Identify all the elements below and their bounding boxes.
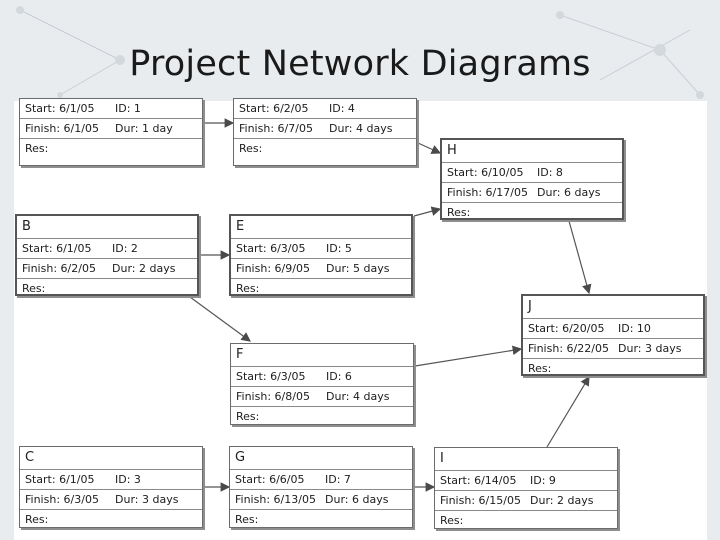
- duration-field: Dur: 3 days: [115, 493, 179, 506]
- resources-field: Res:: [25, 513, 49, 526]
- start-field: Start: 6/1/05: [25, 473, 95, 486]
- start-field: Start: 6/6/05: [235, 473, 305, 486]
- task-node-i[interactable]: I Start: 6/14/05 ID: 9 Finish: 6/15/05 Dur…: [434, 447, 618, 529]
- node-name: C: [20, 447, 202, 470]
- task-node-e[interactable]: E Start: 6/3/05 ID: 5 Finish: 6/9/05 Dur: …: [229, 214, 413, 296]
- finish-field: Finish: 6/17/05: [447, 186, 528, 199]
- id-field: ID: 6: [326, 370, 352, 383]
- id-field: ID: 1: [115, 102, 141, 115]
- resources-field: Res:: [25, 142, 49, 155]
- finish-field: Finish: 6/1/05: [25, 122, 99, 135]
- resources-field: Res:: [22, 282, 46, 295]
- start-field: Start: 6/14/05: [440, 474, 517, 487]
- finish-field: Finish: 6/22/05: [528, 342, 609, 355]
- id-field: ID: 4: [329, 102, 355, 115]
- id-field: ID: 8: [537, 166, 563, 179]
- task-node-d[interactable]: Start: 6/2/05 ID: 4 Finish: 6/7/05 Dur: 4 …: [233, 98, 417, 166]
- id-field: ID: 3: [115, 473, 141, 486]
- start-field: Start: 6/3/05: [236, 242, 306, 255]
- node-name: E: [231, 216, 411, 239]
- arrow-f-to-j: [414, 345, 523, 367]
- duration-field: Dur: 3 days: [618, 342, 682, 355]
- id-field: ID: 7: [325, 473, 351, 486]
- resources-field: Res:: [236, 410, 260, 423]
- duration-field: Dur: 5 days: [326, 262, 390, 275]
- duration-field: Dur: 2 days: [530, 494, 594, 507]
- duration-field: Dur: 1 day: [115, 122, 173, 135]
- finish-field: Finish: 6/3/05: [25, 493, 99, 506]
- start-field: Start: 6/1/05: [22, 242, 92, 255]
- finish-field: Finish: 6/8/05: [236, 390, 310, 403]
- task-node-j[interactable]: J Start: 6/20/05 ID: 10 Finish: 6/22/05 Du…: [521, 294, 705, 376]
- node-name: F: [231, 344, 413, 367]
- finish-field: Finish: 6/7/05: [239, 122, 313, 135]
- id-field: ID: 9: [530, 474, 556, 487]
- resources-field: Res:: [447, 206, 471, 219]
- duration-field: Dur: 4 days: [326, 390, 390, 403]
- arrow-h-to-j: [568, 220, 592, 295]
- task-node-b[interactable]: B Start: 6/1/05 ID: 2 Finish: 6/2/05 Dur: …: [15, 214, 199, 296]
- duration-field: Dur: 6 days: [537, 186, 601, 199]
- resources-field: Res:: [239, 142, 263, 155]
- finish-field: Finish: 6/13/05: [235, 493, 316, 506]
- arrow-i-to-j: [546, 375, 590, 448]
- duration-field: Dur: 6 days: [325, 493, 389, 506]
- node-name: G: [230, 447, 412, 470]
- background-network-pattern: [16, 6, 704, 99]
- finish-field: Finish: 6/9/05: [236, 262, 310, 275]
- start-field: Start: 6/10/05: [447, 166, 524, 179]
- node-name: I: [435, 448, 617, 471]
- duration-field: Dur: 2 days: [112, 262, 176, 275]
- task-node-g[interactable]: G Start: 6/6/05 ID: 7 Finish: 6/13/05 Dur:…: [229, 446, 413, 528]
- slide-title: Project Network Diagrams: [129, 44, 591, 84]
- start-field: Start: 6/2/05: [239, 102, 309, 115]
- finish-field: Finish: 6/2/05: [22, 262, 96, 275]
- node-name: B: [17, 216, 197, 239]
- finish-field: Finish: 6/15/05: [440, 494, 521, 507]
- node-name: H: [442, 140, 622, 163]
- network-diagram: Start: 6/1/05 ID: 1 Finish: 6/1/05 Dur: 1 …: [14, 98, 707, 540]
- dependency-arrows: [189, 118, 592, 492]
- task-node-a[interactable]: Start: 6/1/05 ID: 1 Finish: 6/1/05 Dur: 1 …: [19, 98, 203, 166]
- id-field: ID: 10: [618, 322, 651, 335]
- arrow-b-to-f: [189, 296, 251, 342]
- id-field: ID: 2: [112, 242, 138, 255]
- resources-field: Res:: [528, 362, 552, 375]
- arrow-e-to-h: [413, 206, 442, 217]
- duration-field: Dur: 4 days: [329, 122, 393, 135]
- node-name: J: [523, 296, 703, 319]
- start-field: Start: 6/20/05: [528, 322, 605, 335]
- resources-field: Res:: [440, 514, 464, 527]
- resources-field: Res:: [235, 513, 259, 526]
- start-field: Start: 6/1/05: [25, 102, 95, 115]
- start-field: Start: 6/3/05: [236, 370, 306, 383]
- task-node-c[interactable]: C Start: 6/1/05 ID: 3 Finish: 6/3/05 Dur: …: [19, 446, 203, 528]
- task-node-f[interactable]: F Start: 6/3/05 ID: 6 Finish: 6/8/05 Dur: …: [230, 343, 414, 425]
- arrow-d-to-h: [417, 142, 442, 154]
- id-field: ID: 5: [326, 242, 352, 255]
- resources-field: Res:: [236, 282, 260, 295]
- task-node-h[interactable]: H Start: 6/10/05 ID: 8 Finish: 6/17/05 Dur…: [440, 138, 624, 220]
